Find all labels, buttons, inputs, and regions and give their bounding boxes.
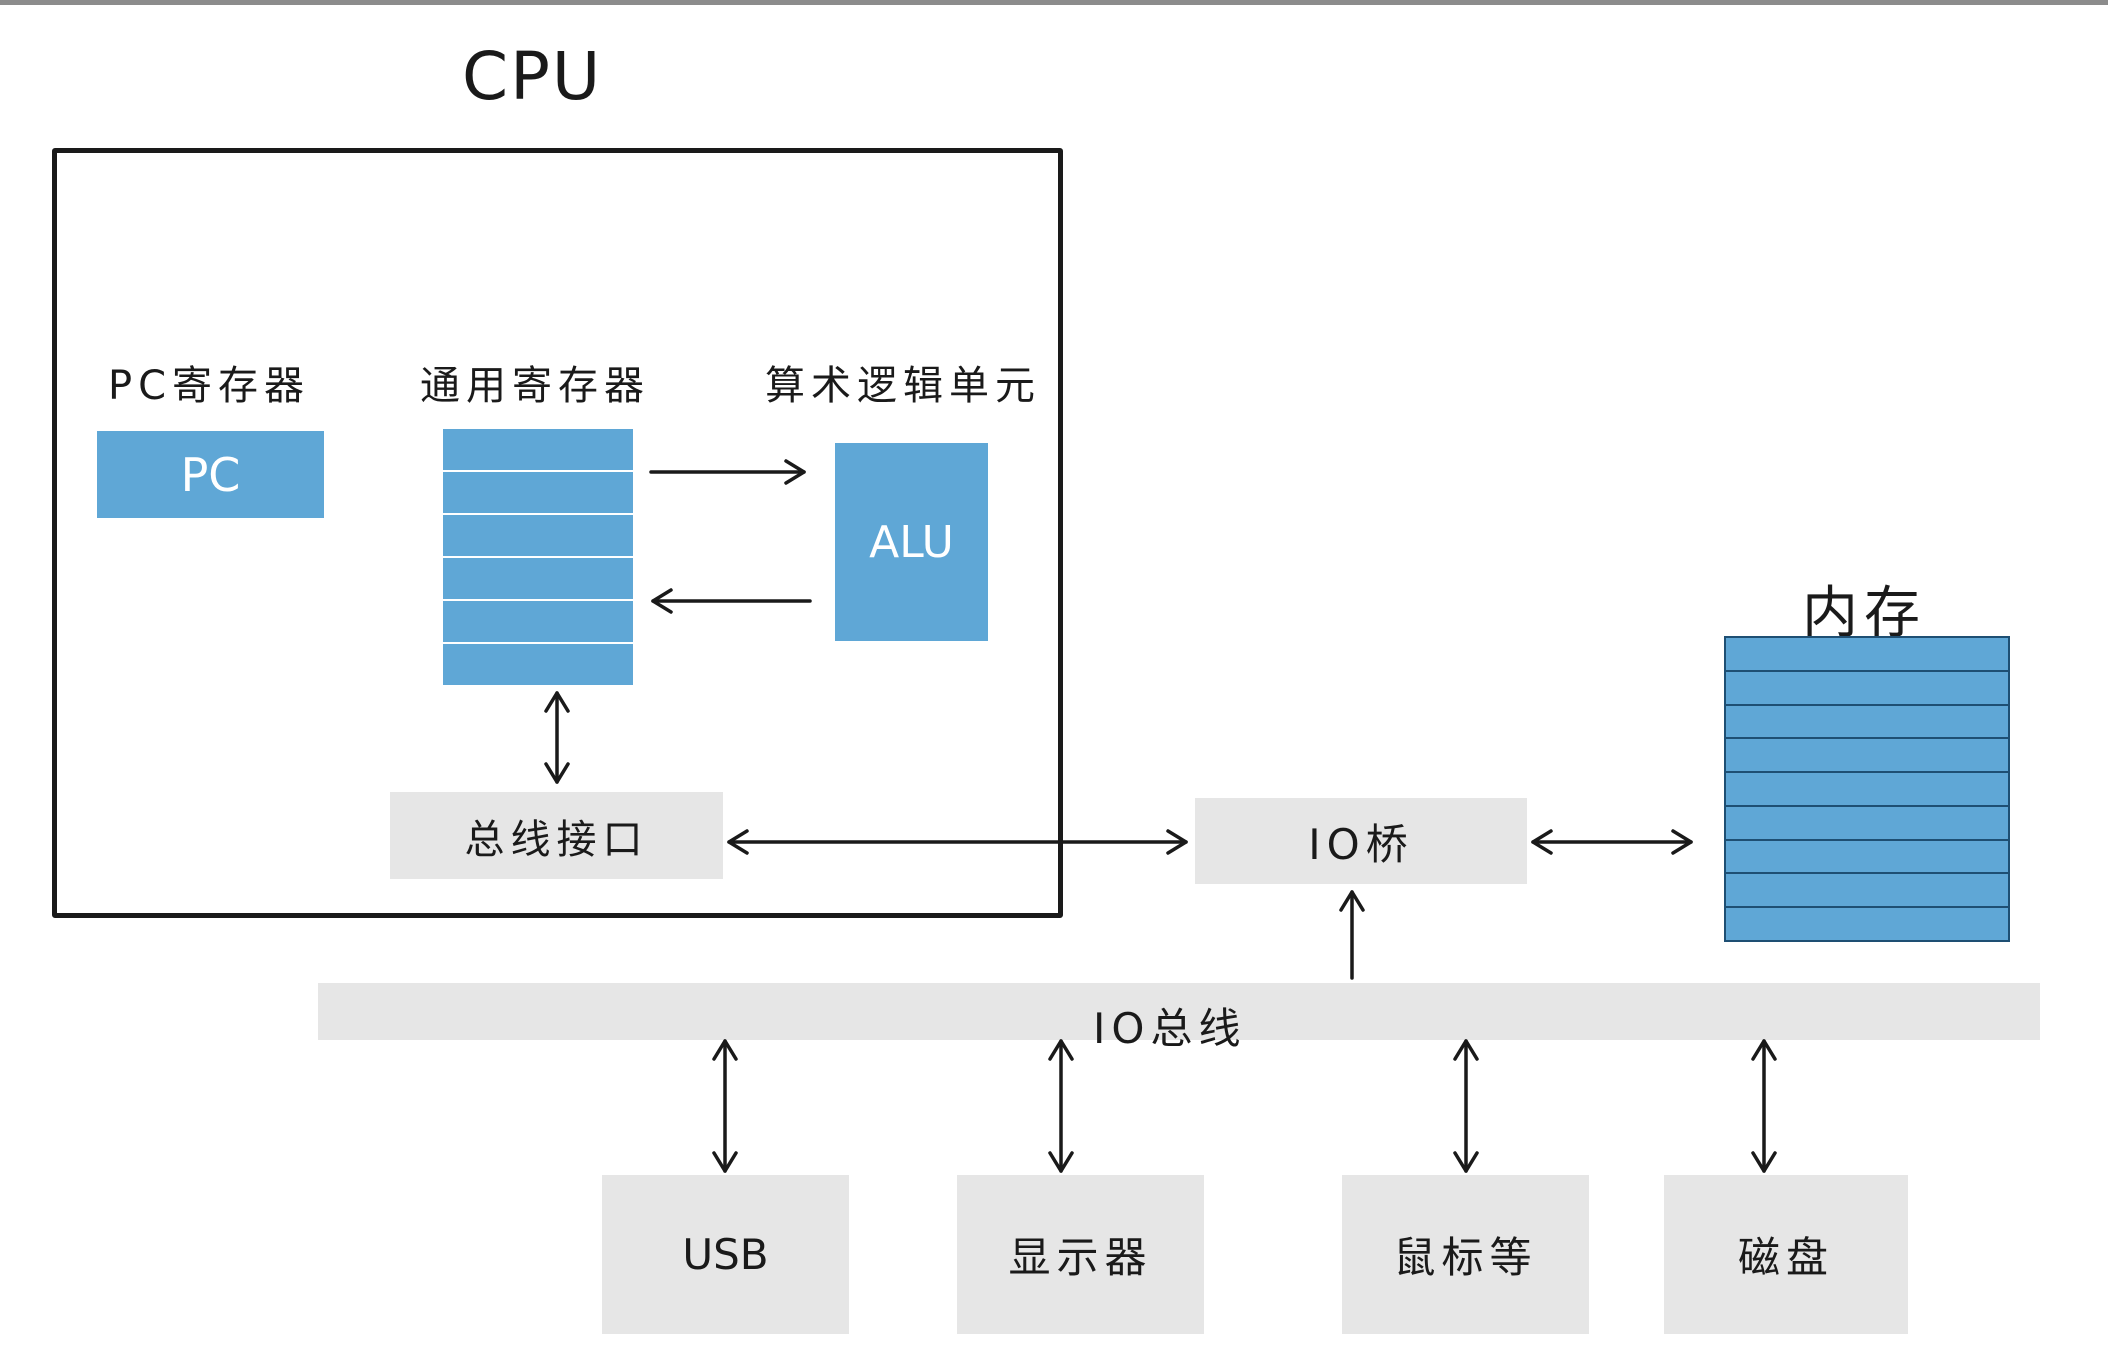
register-row (443, 472, 633, 515)
usb-device-box: USB (602, 1175, 849, 1334)
pc-register-box: PC (97, 431, 324, 518)
display-device-label: 显示器 (1008, 1233, 1153, 1282)
memory-row (1726, 773, 2008, 807)
general-register-label: 通用寄存器 (420, 363, 650, 409)
memory-row (1726, 705, 2008, 740)
register-row (443, 558, 633, 601)
memory-row (1726, 908, 2008, 941)
pc-box-label: PC (180, 447, 241, 502)
cpu-title: CPU (462, 38, 603, 115)
io-bridge-box: IO桥 (1195, 798, 1527, 884)
mouse-device-box: 鼠标等 (1342, 1175, 1589, 1334)
register-row (443, 515, 633, 558)
alu-section-label: 算术逻辑单元 (765, 363, 1041, 409)
top-edge-strip (0, 0, 2108, 5)
memory-stack (1724, 636, 2010, 942)
memory-row (1726, 874, 2008, 909)
display-device-box: 显示器 (957, 1175, 1204, 1334)
usb-device-label: USB (682, 1230, 769, 1279)
alu-box: ALU (835, 443, 988, 641)
memory-row (1726, 806, 2008, 841)
disk-device-label: 磁盘 (1737, 1233, 1834, 1282)
io-bus-bar (318, 983, 2040, 1040)
memory-row (1726, 739, 2008, 774)
register-row (443, 601, 633, 644)
mouse-device-label: 鼠标等 (1393, 1233, 1538, 1282)
bus-interface-box: 总线接口 (390, 792, 723, 879)
memory-row (1726, 671, 2008, 706)
io-bus-label: IO总线 (1093, 1004, 1247, 1053)
memory-row (1726, 638, 2008, 672)
bus-interface-label: 总线接口 (464, 816, 649, 863)
memory-row (1726, 840, 2008, 875)
pc-register-label: PC寄存器 (108, 363, 311, 409)
cpu-box (52, 148, 1063, 918)
memory-label: 内存 (1802, 581, 1926, 646)
io-bridge-label: IO桥 (1308, 819, 1414, 869)
register-row (443, 429, 633, 472)
general-register-stack (443, 429, 633, 685)
disk-device-box: 磁盘 (1664, 1175, 1908, 1334)
alu-box-label: ALU (869, 516, 954, 568)
register-row (443, 644, 633, 685)
